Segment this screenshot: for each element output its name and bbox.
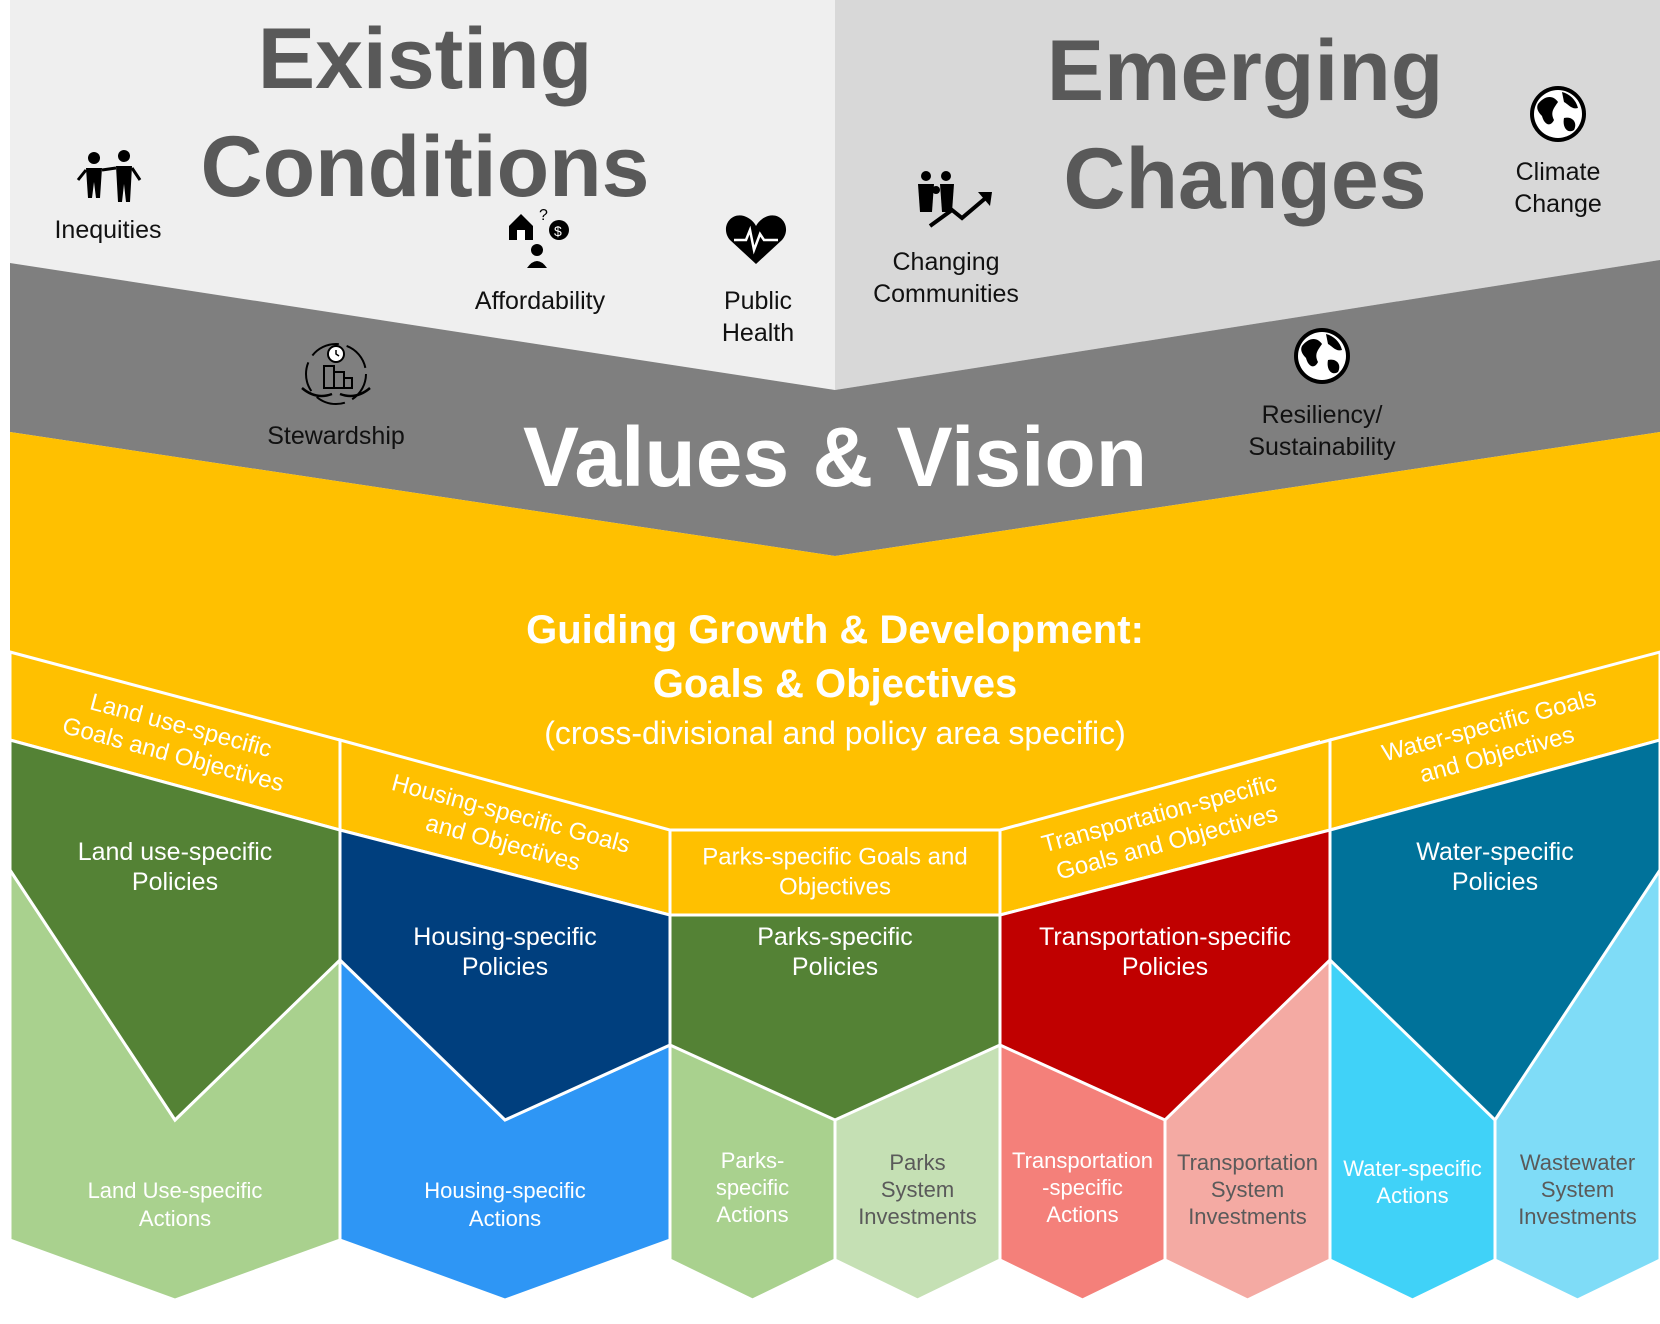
- resiliency-label-line1: Resiliency/: [1262, 401, 1383, 429]
- area-policies-shape: [668, 913, 1002, 1122]
- area-policies-label: Parks-specific: [757, 923, 913, 951]
- changing-communities-label-line2: Communities: [873, 280, 1019, 308]
- public-health-label-line1: Public: [724, 287, 792, 315]
- area-policies-label: Policies: [462, 953, 548, 981]
- area-actions-label: Actions: [139, 1206, 211, 1231]
- area-investments-label: System: [1541, 1177, 1614, 1202]
- area-policies-label: Policies: [792, 953, 878, 981]
- existing-title-line1: Existing: [258, 11, 593, 107]
- area-policies-label: Policies: [1122, 953, 1208, 981]
- area-investments-label: System: [1211, 1177, 1284, 1202]
- climate-change-label-line1: Climate: [1516, 158, 1601, 186]
- area-actions-label: -specific: [1042, 1175, 1123, 1200]
- area-policies-label: Land use-specific: [78, 838, 273, 866]
- area-policies-label: Water-specific: [1416, 838, 1573, 866]
- svg-text:$: $: [554, 223, 562, 239]
- area-investments-label: Transportation: [1177, 1150, 1318, 1175]
- emerging-title-line2: Changes: [1063, 131, 1426, 227]
- area-actions-label: Parks-: [721, 1148, 785, 1173]
- area-actions-label: Transportation: [1012, 1148, 1153, 1173]
- globe-icon: [1294, 328, 1350, 384]
- people-unequal-icon: [76, 150, 142, 202]
- public-health-label-line2: Health: [722, 319, 794, 347]
- area-actions-label: Actions: [469, 1206, 541, 1231]
- goals-title-line2: Goals & Objectives: [653, 662, 1018, 706]
- house-money-icon: ? $: [509, 207, 569, 268]
- area-actions-label: Land Use-specific: [88, 1178, 263, 1203]
- area-investments-label: System: [881, 1177, 954, 1202]
- area-actions-label: Actions: [1046, 1202, 1118, 1227]
- area-policies-label: Housing-specific: [413, 923, 596, 951]
- area-investments-label: Investments: [858, 1204, 977, 1229]
- goals-objectives-band: [10, 432, 1660, 915]
- goals-title-line1: Guiding Growth & Development:: [526, 608, 1144, 652]
- area-actions-label: Water-specific: [1343, 1156, 1482, 1181]
- changing-communities-label-line1: Changing: [892, 248, 999, 276]
- area-investments-label: Investments: [1518, 1204, 1637, 1229]
- area-investments-label: Wastewater: [1520, 1150, 1635, 1175]
- values-vision-band: [10, 260, 1660, 556]
- area-investments-label: Parks: [889, 1150, 945, 1175]
- affordability-label: Affordability: [475, 287, 606, 315]
- area-policies-label: Policies: [1452, 868, 1538, 896]
- area-policies-shape: [1328, 738, 1660, 1123]
- heart-pulse-icon: [725, 215, 787, 264]
- area-policies-label: Policies: [132, 868, 218, 896]
- area-goals-band: [1328, 650, 1660, 832]
- area-investments-label: Investments: [1188, 1204, 1307, 1229]
- stewardship-label: Stewardship: [267, 422, 405, 450]
- climate-change-label-line2: Change: [1514, 190, 1602, 218]
- area-actions-label: Actions: [1376, 1183, 1448, 1208]
- resiliency-label-line2: Sustainability: [1248, 433, 1396, 461]
- family-growth-icon: [918, 171, 992, 228]
- vision-title: Values & Vision: [523, 410, 1147, 504]
- goals-subtitle: (cross-divisional and policy area specif…: [544, 715, 1126, 751]
- existing-title-line2: Conditions: [200, 119, 649, 215]
- area-policies-shape: [338, 828, 672, 1122]
- area-goals-label: Parks-specific Goals and: [702, 844, 967, 871]
- inequities-label: Inequities: [54, 216, 161, 244]
- emerging-title-line1: Emerging: [1047, 23, 1444, 119]
- area-actions-label: specific: [716, 1175, 789, 1200]
- existing-conditions-panel: [10, 0, 835, 390]
- city-hands-icon: [301, 343, 371, 405]
- area-actions-label: Actions: [716, 1202, 788, 1227]
- area-goals-label: Objectives: [779, 874, 891, 901]
- globe-icon: [1530, 86, 1586, 142]
- area-policies-shape: [8, 738, 342, 1123]
- area-policies-shape: [998, 828, 1332, 1122]
- svg-text:?: ?: [539, 207, 548, 224]
- area-policies-label: Transportation-specific: [1039, 923, 1291, 951]
- policy-area-2: Parks-specific Goals andObjectivesParks-…: [668, 828, 1002, 1302]
- area-actions-label: Housing-specific: [424, 1178, 585, 1203]
